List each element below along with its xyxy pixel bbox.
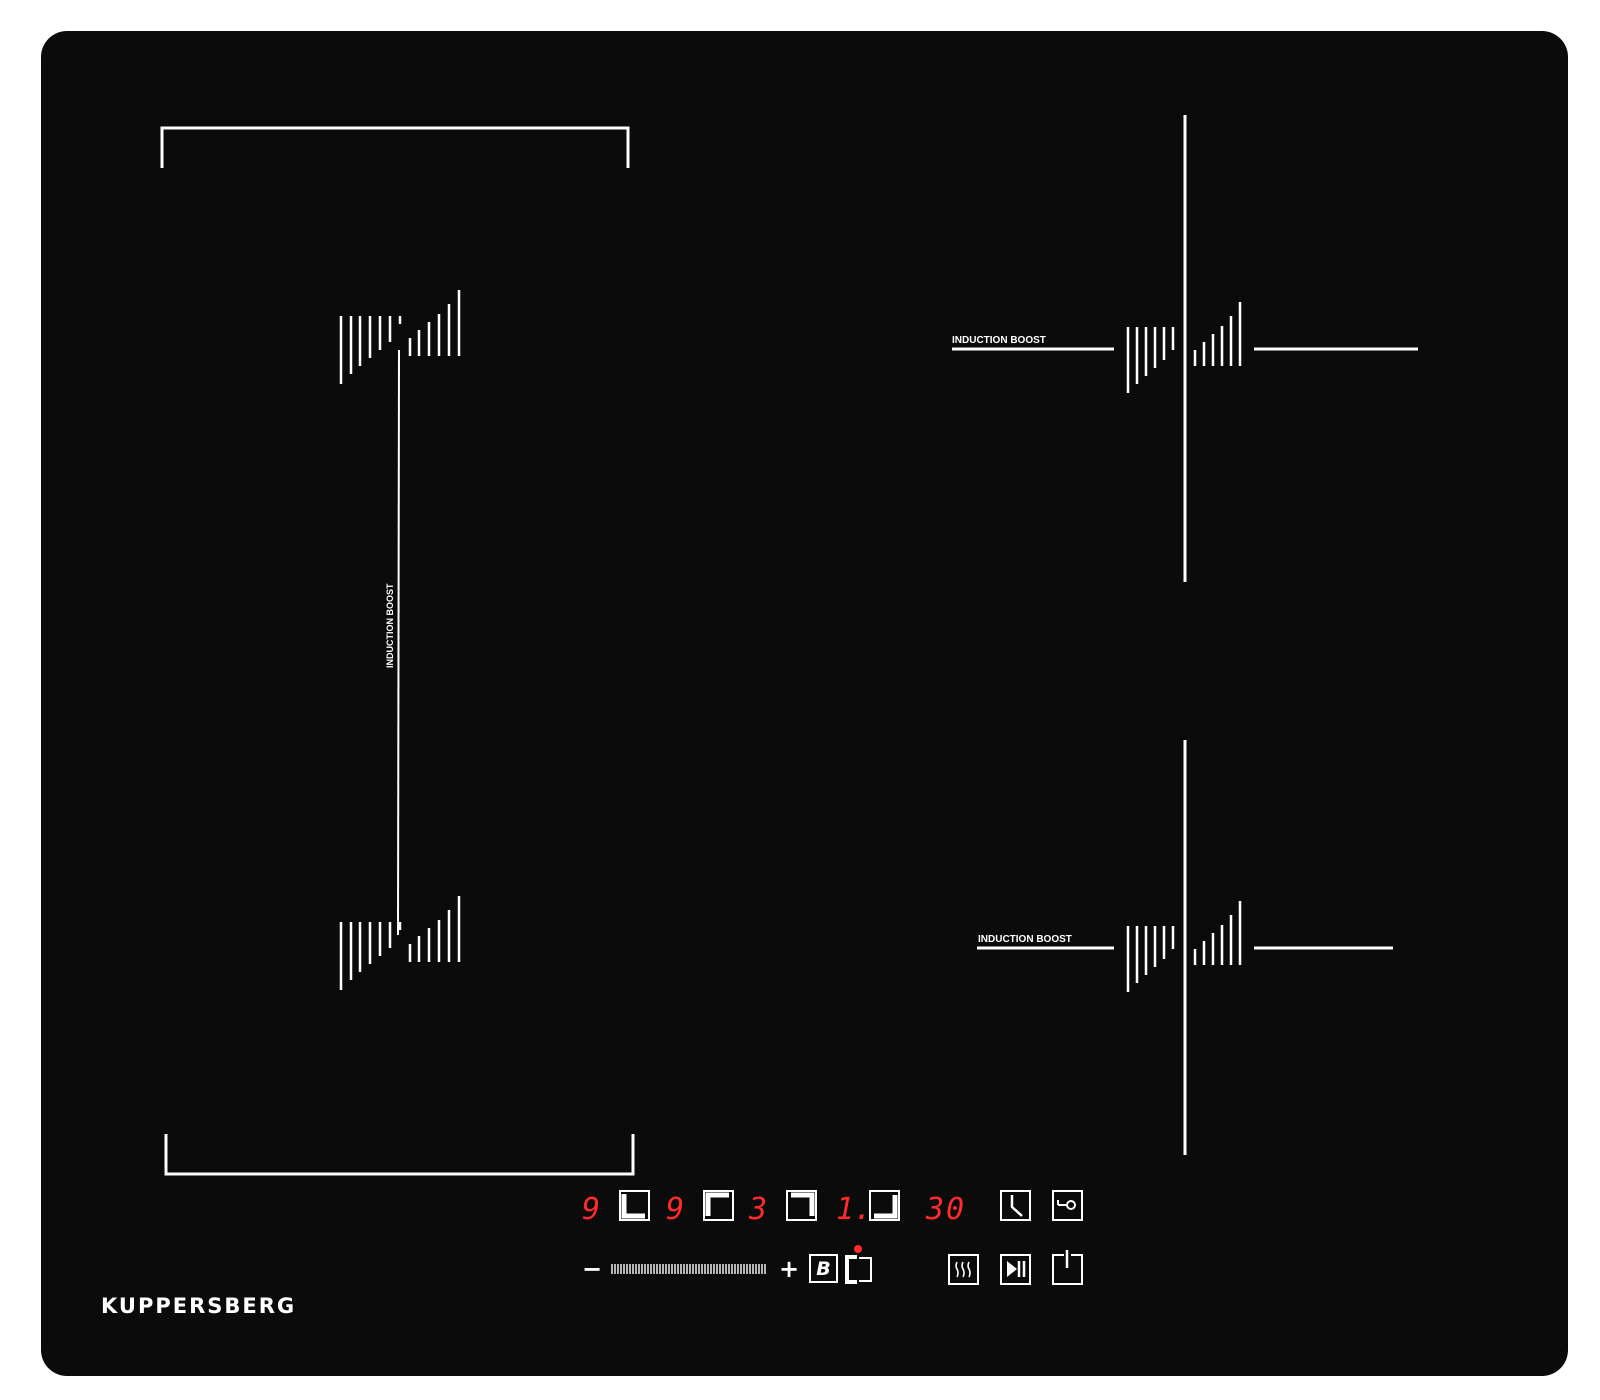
boost-key-label: B [816, 1257, 831, 1280]
clock-icon [1010, 1195, 1023, 1217]
slider-plus[interactable]: + [779, 1255, 800, 1283]
keep-warm-icon [955, 1261, 971, 1278]
zone-select-key-4[interactable] [869, 1190, 900, 1221]
slider-minus[interactable]: − [582, 1255, 603, 1283]
zone-bottom-right-label: INDUCTION BOOST [978, 934, 1072, 945]
lock-icon [1057, 1200, 1076, 1210]
zone-2-level: 9 [666, 1192, 685, 1227]
bridge-icon [845, 1255, 857, 1284]
zone-emblem-right-bottom [1126, 901, 1242, 992]
zone-select-key-1[interactable] [619, 1190, 650, 1221]
zone-select-key-3[interactable] [786, 1190, 817, 1221]
keep-warm-key[interactable] [948, 1254, 979, 1285]
lock-key[interactable] [1052, 1190, 1083, 1221]
zone-select-key-2[interactable] [703, 1190, 734, 1221]
play-pause-key[interactable] [1000, 1254, 1031, 1285]
flex-zone-bottom-bracket [164, 1134, 635, 1176]
zone-top-right-label: INDUCTION BOOST [952, 335, 1046, 346]
play-pause-icon [1007, 1261, 1026, 1277]
flex-zone-label: INDUCTION BOOST [385, 583, 395, 669]
flex-zone-top-bracket [160, 126, 630, 168]
power-slider[interactable] [611, 1264, 766, 1274]
flex-zone-link-line [397, 349, 400, 936]
bridge-key[interactable] [845, 1255, 872, 1284]
zone-emblem-left-bottom [339, 896, 461, 990]
zone-emblem-right-top [1126, 302, 1242, 393]
boost-key[interactable] [809, 1254, 838, 1283]
clock-key[interactable] [1000, 1190, 1031, 1221]
cooktop-glass [41, 31, 1568, 1376]
brand-logo: KUPPERSBERG [101, 1294, 297, 1318]
zone-3-level: 3 [749, 1192, 768, 1227]
bridge-indicator-led [854, 1245, 862, 1253]
timer-display: 30 [926, 1192, 967, 1227]
zone-emblem-left-top [339, 290, 461, 384]
zone-4-level: 1. [836, 1192, 873, 1227]
zone-1-level: 9 [582, 1192, 601, 1227]
power-key[interactable] [1052, 1250, 1083, 1285]
